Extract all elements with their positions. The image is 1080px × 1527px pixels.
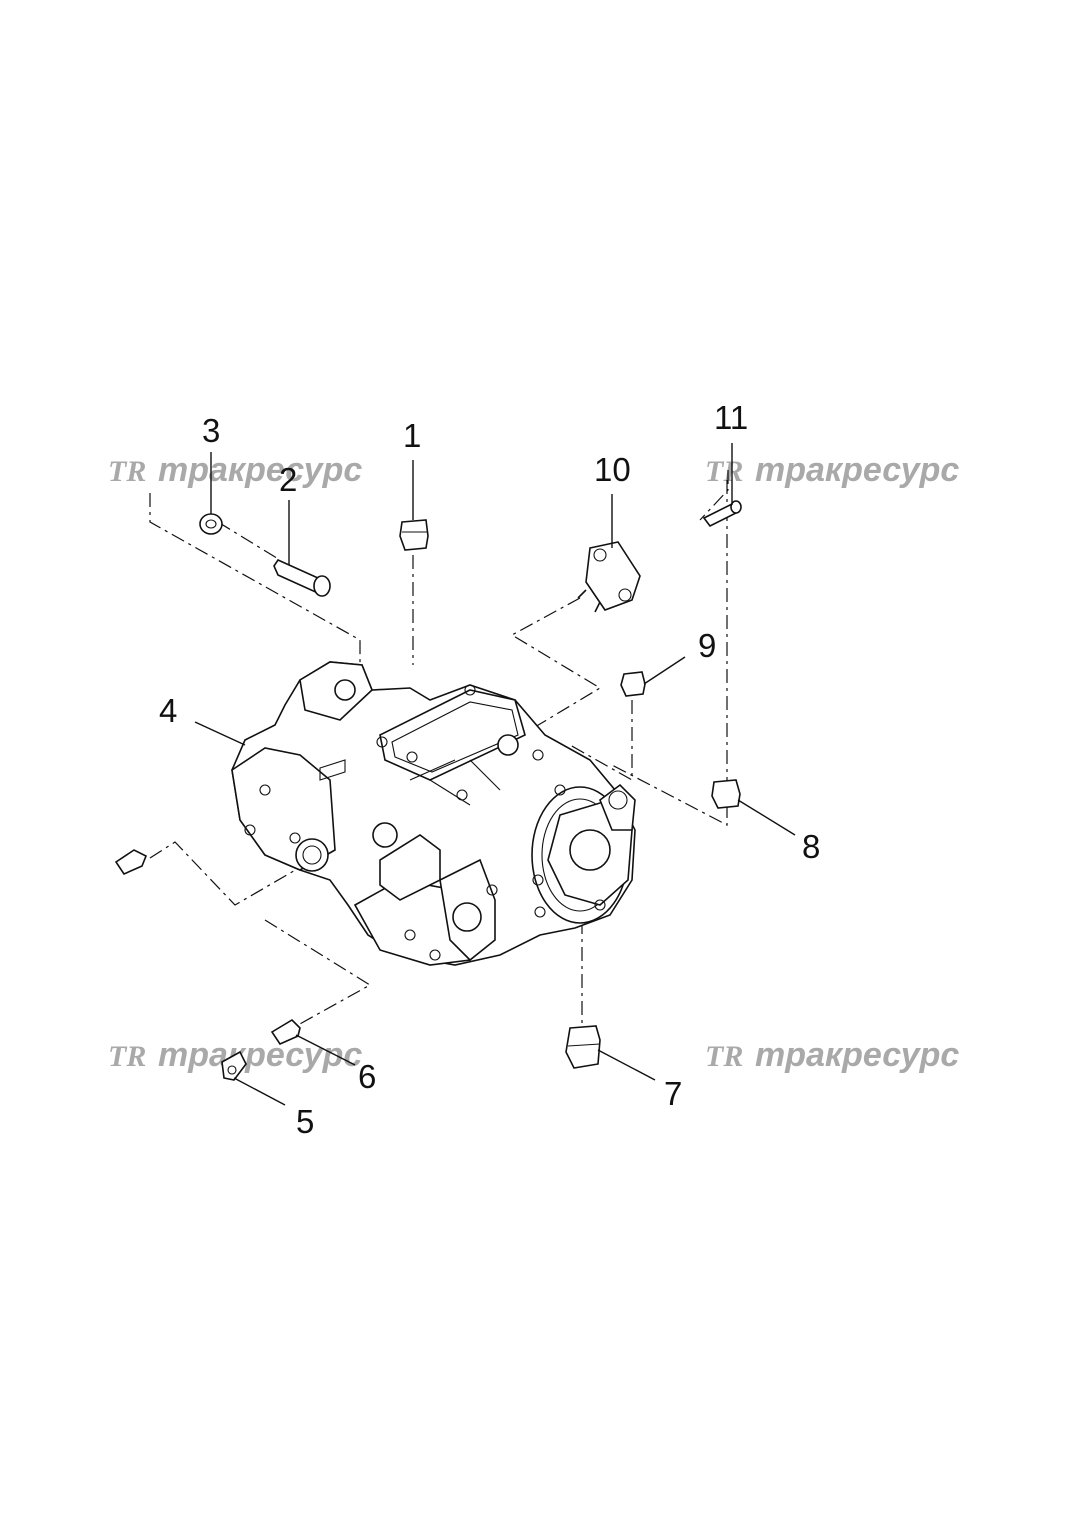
- watermark-logo: TR: [108, 1040, 146, 1073]
- fitting-left: [114, 849, 148, 876]
- bolt-11: [702, 500, 742, 528]
- callout-6: 6: [358, 1058, 376, 1095]
- watermark-top-left: TR тракресурс: [108, 451, 362, 489]
- leader-lines: [194, 443, 796, 1106]
- callout-3: 3: [202, 412, 220, 449]
- watermark-top-right: TR тракресурс: [705, 451, 959, 489]
- fitting-9: [620, 671, 646, 697]
- screw-2: [273, 558, 331, 597]
- fitting-5: [221, 1050, 247, 1081]
- watermark-text: тракресурс: [158, 1036, 362, 1074]
- callout-9: 9: [698, 627, 716, 664]
- callout-4: 4: [159, 692, 177, 729]
- flange-10: [577, 541, 641, 613]
- fitting-6: [270, 1018, 301, 1046]
- callout-7: 7: [664, 1075, 682, 1112]
- hydraulic-pump-assembly: [231, 661, 636, 966]
- watermark-text: тракресурс: [755, 1036, 959, 1074]
- callouts: 1 2 3 4 5 6 7 8 9 10 11: [159, 399, 820, 1140]
- callout-1: 1: [403, 417, 421, 454]
- watermark-bottom-left: TR тракресурс: [108, 1036, 362, 1074]
- watermark-text: тракресурс: [158, 451, 362, 489]
- watermark-text: тракресурс: [755, 451, 959, 489]
- watermark-logo: TR: [705, 455, 743, 488]
- fitting-1: [399, 519, 429, 551]
- fitting-7: [565, 1025, 601, 1069]
- callout-8: 8: [802, 828, 820, 865]
- watermark-logo: TR: [705, 1040, 743, 1073]
- callout-11: 11: [714, 399, 748, 436]
- callout-5: 5: [296, 1103, 314, 1140]
- watermark-bottom-right: TR тракресурс: [705, 1036, 959, 1074]
- watermark-logo: TR: [108, 455, 146, 488]
- fitting-8: [711, 779, 741, 809]
- callout-2: 2: [279, 461, 297, 498]
- assembly-lines: [149, 470, 729, 1026]
- callout-10: 10: [594, 451, 631, 488]
- washer-3: [199, 513, 223, 535]
